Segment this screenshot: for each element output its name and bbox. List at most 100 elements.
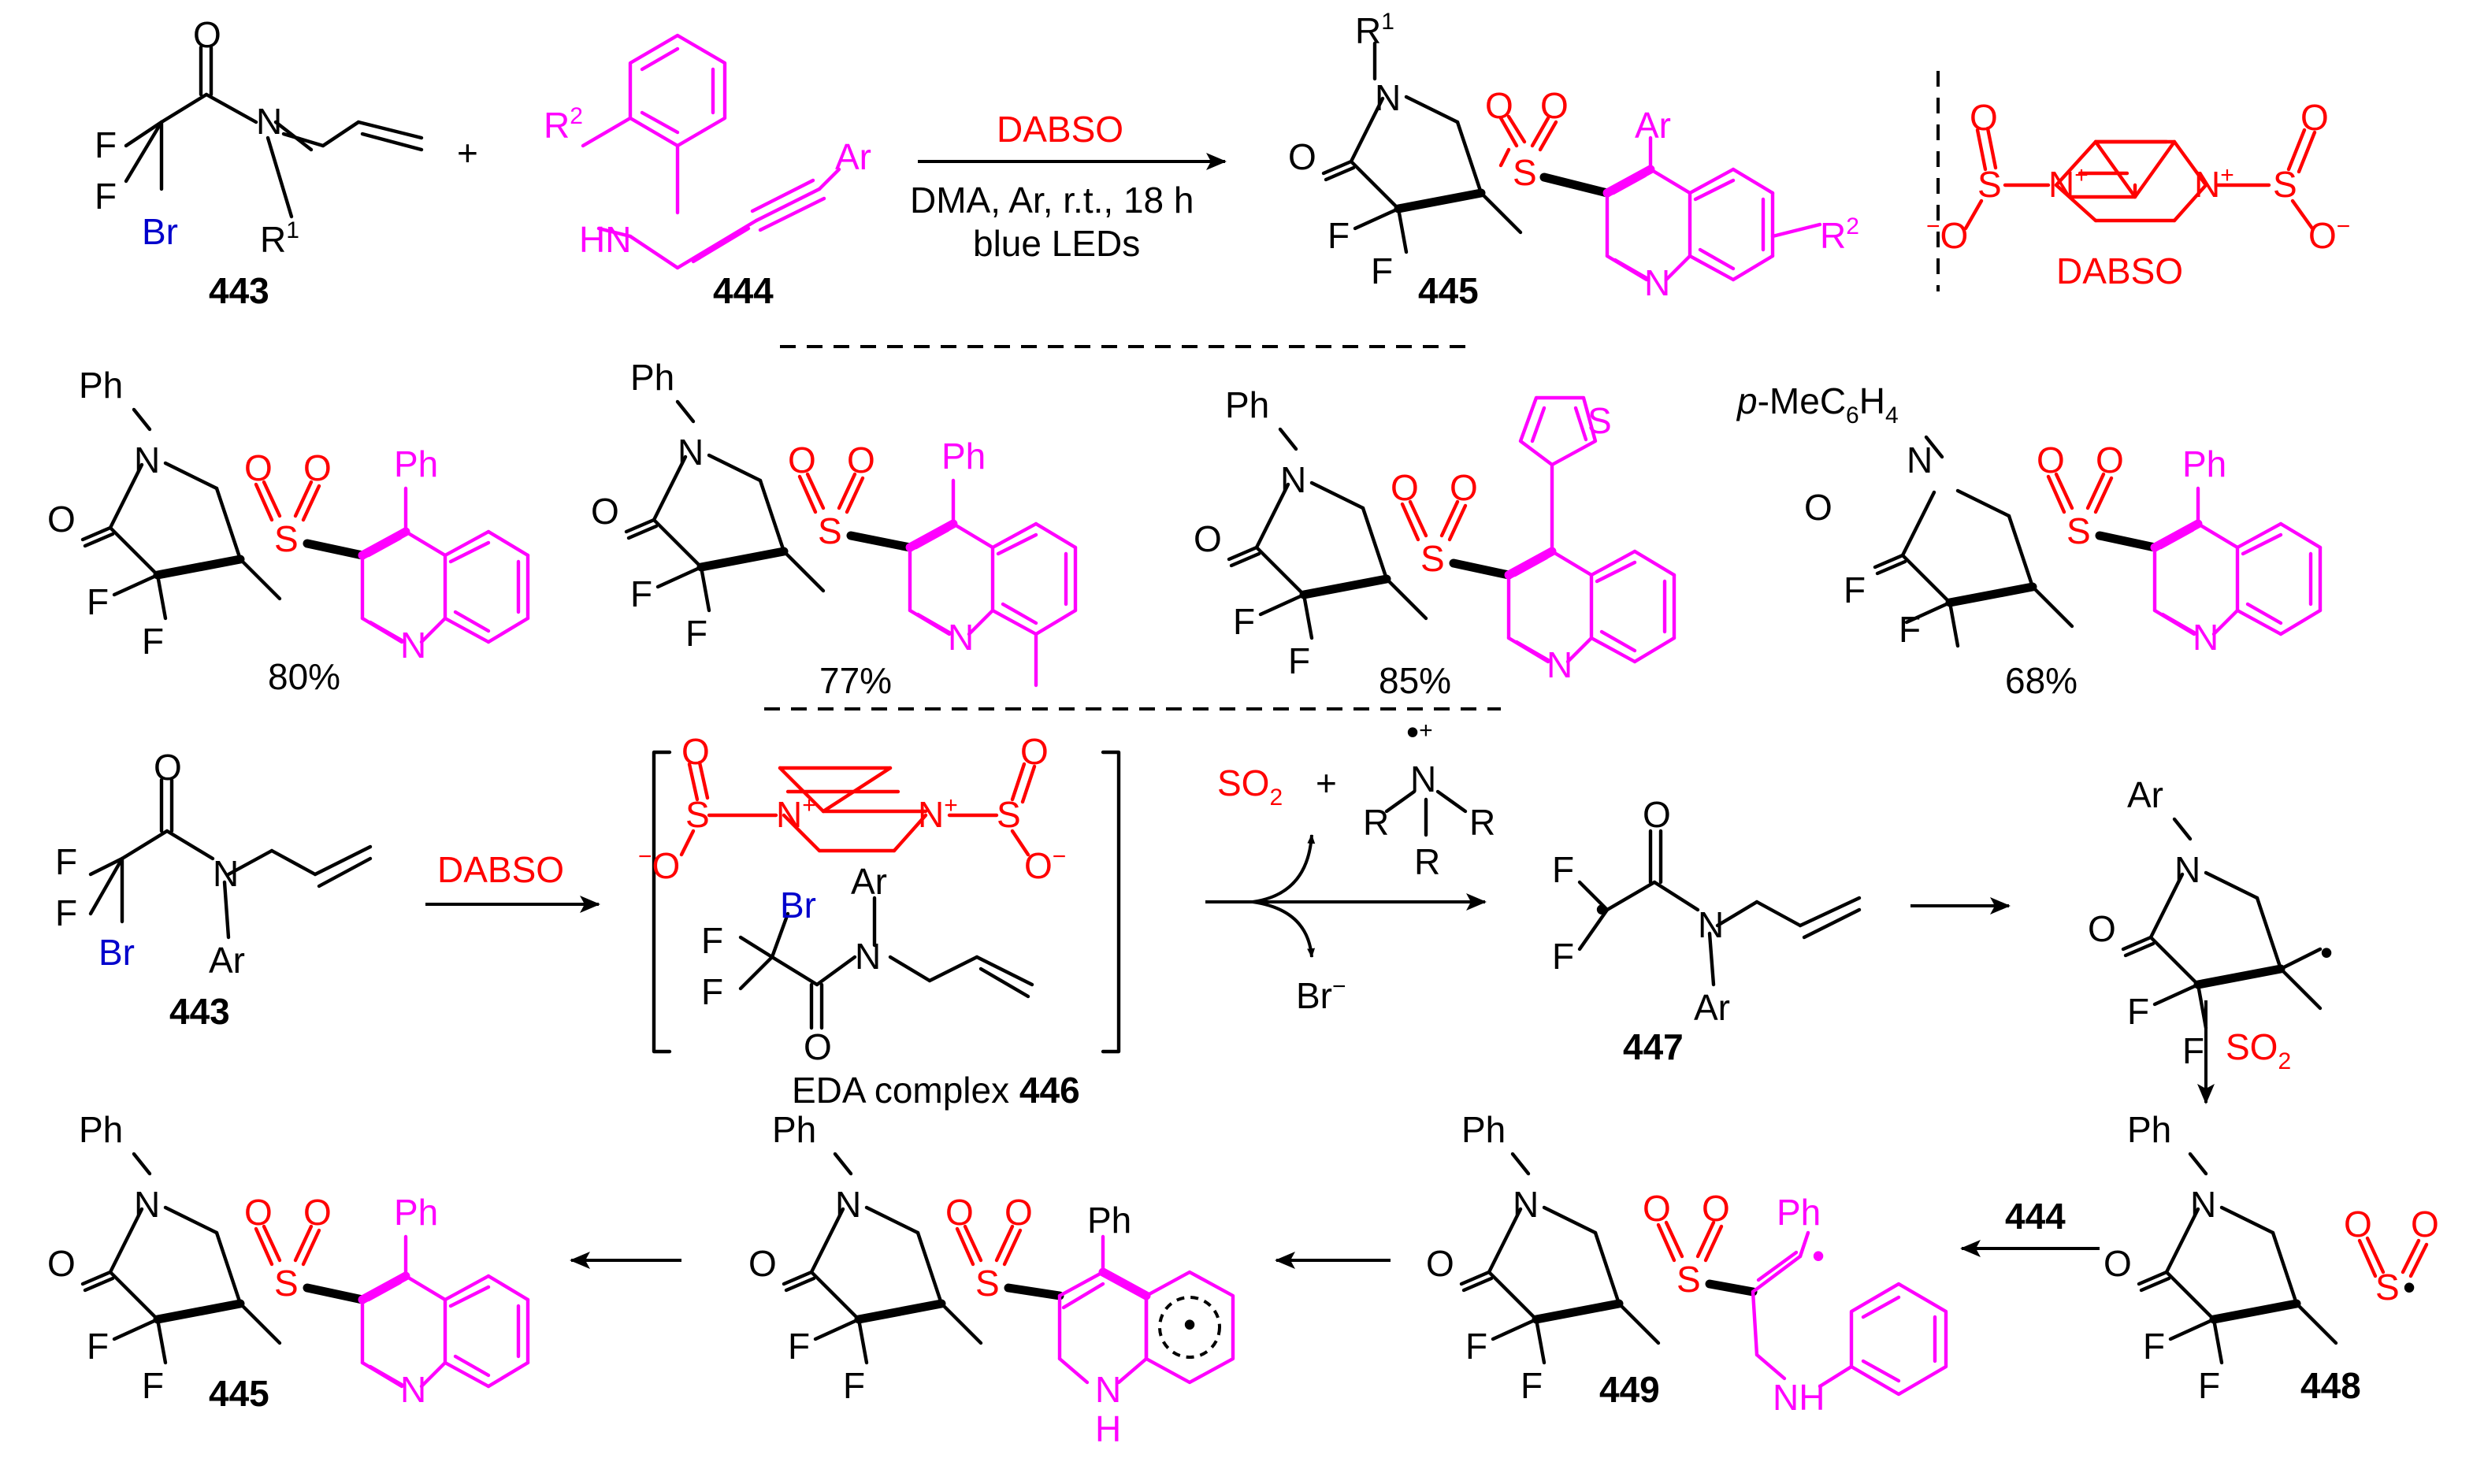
atom-F: F [1899, 609, 1921, 650]
atom-N-plus: N+ [776, 792, 816, 835]
atom-N: N [400, 1369, 426, 1410]
atom-N: N [1907, 440, 1933, 480]
atom-HN: HN [579, 219, 631, 260]
eda-label: EDA complex 446 [792, 1070, 1080, 1111]
arrow-so2-addition: SO2 [2197, 1000, 2291, 1104]
atom-F: F [630, 573, 652, 614]
byproduct-so2: SO2 [1217, 762, 1283, 811]
dabso-label: DABSO [2056, 250, 2183, 291]
atom-N: N [1698, 904, 1724, 945]
atom-N: N [213, 853, 239, 894]
example-3: Ph N O F F O O S S N 85% [1194, 384, 1674, 701]
atom-S: S [1587, 400, 1612, 441]
atom-N-plus: N+ [2194, 162, 2234, 205]
atom-O: O [1020, 731, 1049, 772]
atom-O: O [1702, 1188, 1730, 1229]
atom-O: O [244, 1192, 273, 1233]
atom-O: O [1426, 1243, 1454, 1284]
atom-O: O [1004, 1192, 1033, 1233]
atom-N: N [134, 1184, 160, 1225]
atom-F: F [95, 124, 117, 165]
atom-Ph: Ph [630, 357, 674, 398]
atom-S: S [1977, 164, 2002, 205]
label-445: 445 [1418, 270, 1479, 311]
radical-dot: • [1812, 1235, 1825, 1276]
atom-Ar: Ar [1694, 987, 1730, 1028]
radical-dot: • [2320, 932, 2333, 973]
atom-F: F [1371, 250, 1393, 291]
atom-F: F [1552, 849, 1574, 890]
atom-F: F [142, 621, 164, 662]
atom-N: N [1375, 77, 1401, 118]
atom-F: F [142, 1365, 164, 1406]
atom-F: F [87, 581, 109, 622]
atom-S: S [818, 510, 842, 551]
atom-H: H [1095, 1408, 1121, 1449]
cyclohexadienyl-intermediate: Ph N O F F O O S • Ph N H [748, 1109, 1235, 1449]
atom-O: O [244, 447, 273, 488]
atom-F: F [1552, 936, 1574, 977]
example-2: Ph N O F F O O S Ph N 77% [591, 357, 1075, 701]
label-444: 444 [713, 270, 774, 311]
atom-O: O [748, 1243, 777, 1284]
atom-S: S [274, 1263, 299, 1304]
atom-O: O [945, 1192, 974, 1233]
arrow-to-447: SO2 + N •+ R R R Br− [1205, 711, 1495, 1016]
atom-N: N [2193, 617, 2219, 658]
atom-R1: R1 [1355, 9, 1394, 51]
atom-O: O [2300, 97, 2329, 138]
dabso-structure: O S −O N+ N+ S O O− DABSO [1926, 97, 2350, 291]
plus-sign: + [1316, 762, 1337, 803]
atom-S: S [2375, 1267, 2400, 1308]
atom-N: N [2174, 849, 2200, 890]
atom-Ph: Ph [2182, 443, 2226, 484]
atom-S: S [1677, 1259, 1701, 1300]
atom-Ar: Ar [851, 861, 887, 902]
compound-448: Ph N O F F O O S • 448 [2104, 1109, 2439, 1406]
atom-F: F [843, 1365, 865, 1406]
atom-N: N [948, 617, 974, 658]
atom-Ph: Ph [772, 1109, 816, 1150]
atom-O: O [2104, 1243, 2132, 1284]
atom-O-minus: −O [1926, 213, 1968, 256]
atom-S: S [1420, 538, 1445, 579]
atom-N-plus: N+ [918, 792, 958, 835]
label-443: 443 [169, 991, 230, 1032]
atom-N: N [835, 1184, 861, 1225]
atom-F: F [1465, 1326, 1487, 1367]
atom-Br: Br [780, 885, 816, 926]
atom-N: N [1280, 459, 1306, 500]
atom-Ph: Ph [394, 1192, 438, 1233]
atom-Ph: Ph [1087, 1200, 1131, 1241]
atom-O-minus: −O [638, 844, 680, 886]
reagent-444: 444 [2005, 1196, 2066, 1237]
atom-N: N [855, 936, 881, 977]
atom-O: O [1804, 487, 1832, 528]
atom-Ar: Ar [209, 940, 245, 981]
atom-Br: Br [142, 211, 178, 252]
radical-dot: • [1183, 1304, 1196, 1345]
example-4: p-MeC6H4 N O F F O O S Ph N 68% [1736, 380, 2320, 701]
atom-S: S [2273, 164, 2297, 205]
atom-F: F [2143, 1326, 2165, 1367]
atom-O: O [1391, 467, 1419, 508]
atom-R2: R2 [544, 103, 583, 146]
atom-O: O [681, 731, 710, 772]
yield-3: 85% [1379, 660, 1451, 701]
atom-Ph: Ph [1777, 1192, 1821, 1233]
atom-O: O [2096, 440, 2124, 480]
atom-O: O [2088, 908, 2116, 949]
atom-N: N [1644, 262, 1670, 303]
atom-Ph: Ph [1461, 1109, 1506, 1150]
atom-Ph: Ph [394, 443, 438, 484]
atom-F: F [55, 892, 77, 933]
atom-O: O [1970, 97, 1998, 138]
atom-O: O [2344, 1204, 2372, 1245]
atom-R2: R2 [1820, 213, 1859, 256]
arrow-to-eda: DABSO [425, 849, 600, 913]
atom-Ar: Ar [1635, 105, 1671, 146]
radical-cation: •+ [1406, 711, 1433, 752]
label-443: 443 [209, 270, 269, 311]
atom-Ar: Ar [835, 136, 871, 177]
